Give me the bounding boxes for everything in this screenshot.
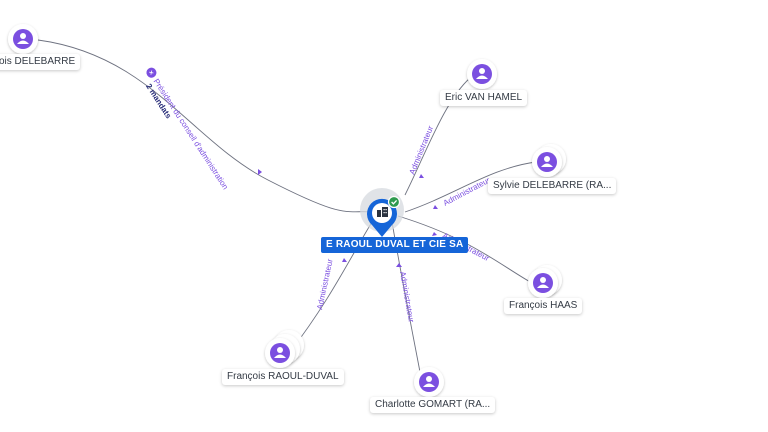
edge-arrows xyxy=(258,169,438,267)
arrow-charlotte-gomart xyxy=(396,263,402,267)
user-icon xyxy=(541,156,553,167)
user-icon xyxy=(423,376,435,387)
person-node-van-hamel[interactable] xyxy=(467,59,497,89)
verified-check-icon xyxy=(387,195,401,209)
person-node-delebarre-francois[interactable] xyxy=(8,24,38,54)
edge-delebarre-francois xyxy=(37,39,373,213)
edge-sylvie-delebarre xyxy=(404,161,537,213)
person-label-francois-haas[interactable]: François HAAS xyxy=(504,298,583,314)
person-node-francois-raoul-duval[interactable] xyxy=(265,330,304,368)
edge-van-hamel xyxy=(404,77,471,196)
svg-text:×: × xyxy=(147,69,155,76)
user-icon xyxy=(274,347,286,358)
arrow-francois-haas xyxy=(432,232,437,236)
person-label-sylvie-delebarre[interactable]: Sylvie DELEBARRE (RA... xyxy=(488,178,617,194)
edge-francois-haas xyxy=(397,215,533,284)
person-label-delebarre-francois[interactable]: ois DELEBARRE xyxy=(0,54,81,70)
building-icon xyxy=(377,207,388,217)
arrow-sylvie-delebarre xyxy=(433,205,438,209)
edge-label-charlotte-gomart: Administrateur xyxy=(398,271,416,324)
edge-label-delebarre-francois: Président du conseil d'administration xyxy=(152,77,230,191)
edges xyxy=(37,39,537,373)
mandates-badge-icon xyxy=(146,67,157,78)
arrow-delebarre-francois xyxy=(258,169,262,175)
person-node-charlotte-gomart[interactable] xyxy=(414,367,444,397)
edge-label-van-hamel: Administrateur xyxy=(408,124,436,176)
edge-labels: × Président du conseil d'administration … xyxy=(144,67,492,324)
company-name-label[interactable]: E RAOUL DUVAL ET CIE SA xyxy=(321,237,469,253)
person-node-sylvie-delebarre[interactable] xyxy=(532,144,566,177)
arrow-van-hamel xyxy=(419,174,424,178)
person-nodes xyxy=(8,24,566,397)
edge-label-sylvie-delebarre: Administrateur xyxy=(442,175,492,207)
person-label-charlotte-gomart[interactable]: Charlotte GOMART (RA... xyxy=(370,397,496,413)
user-icon xyxy=(17,33,29,44)
edge-label-francois-raoul-duval: Administrateur xyxy=(315,258,335,311)
user-icon xyxy=(537,277,549,288)
check-mark xyxy=(391,199,398,205)
person-label-van-hamel[interactable]: Eric VAN HAMEL xyxy=(440,90,528,106)
arrow-francois-raoul-duval xyxy=(342,258,347,262)
edge-francois-raoul-duval xyxy=(289,221,373,353)
person-node-francois-haas[interactable] xyxy=(528,265,562,298)
person-label-francois-raoul-duval[interactable]: François RAOUL-DUVAL xyxy=(222,369,344,385)
user-icon xyxy=(476,68,488,79)
company-node[interactable] xyxy=(360,188,404,237)
